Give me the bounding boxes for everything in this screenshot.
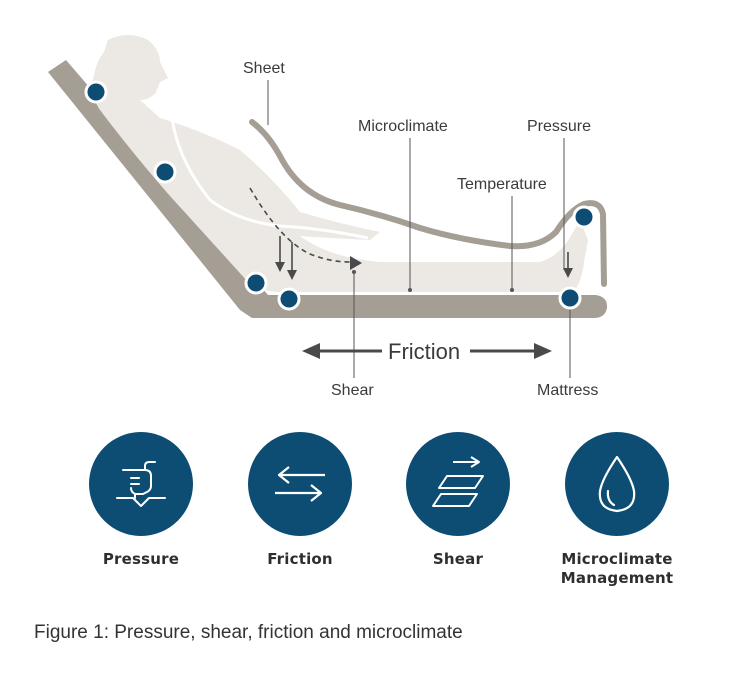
icon-card-microclimate: Microclimate Management bbox=[532, 432, 702, 588]
figure-caption: Figure 1: Pressure, shear, friction and … bbox=[34, 622, 463, 643]
icon-circle-friction bbox=[248, 432, 352, 536]
friction-arrow-left-head bbox=[302, 343, 320, 359]
shear-dashed-arrow bbox=[249, 187, 351, 263]
shear-arrowhead bbox=[350, 256, 362, 270]
temperature-leader-dot bbox=[510, 288, 514, 292]
pressure-points bbox=[84, 80, 596, 311]
icon-label-microclimate-line1: Microclimate bbox=[561, 550, 673, 568]
pressure-arrowhead-1 bbox=[275, 262, 285, 272]
icon-label-pressure: Pressure bbox=[56, 550, 226, 569]
icon-circle-microclimate bbox=[565, 432, 669, 536]
icon-label-friction-line1: Friction bbox=[267, 550, 333, 568]
label-microclimate: Microclimate bbox=[358, 118, 448, 135]
bed-frame bbox=[48, 60, 608, 318]
opposing-arrows-icon bbox=[275, 466, 325, 502]
label-shear: Shear bbox=[331, 382, 374, 399]
icon-card-shear: Shear bbox=[373, 432, 543, 569]
label-sheet: Sheet bbox=[243, 60, 285, 77]
label-temperature: Temperature bbox=[457, 176, 547, 193]
pressure-point-shoulder bbox=[153, 160, 177, 184]
sheet-line bbox=[249, 119, 607, 287]
pressure-point-head bbox=[84, 80, 108, 104]
pressure-hand-icon bbox=[116, 461, 166, 507]
microclimate-leader-dot bbox=[408, 288, 412, 292]
pressure-point-sacrum-upper bbox=[244, 271, 268, 295]
pressure-point-heel bbox=[558, 286, 582, 310]
shear-leader-dot bbox=[352, 270, 356, 274]
icon-label-friction: Friction bbox=[215, 550, 385, 569]
label-mattress: Mattress bbox=[537, 382, 599, 399]
icon-card-friction: Friction bbox=[215, 432, 385, 569]
icon-circle-pressure bbox=[89, 432, 193, 536]
pressure-injury-diagram bbox=[48, 35, 608, 378]
label-pressure: Pressure bbox=[527, 118, 592, 135]
arm-outline bbox=[170, 117, 369, 240]
pressure-arrowhead-heel bbox=[563, 268, 573, 278]
icon-label-pressure-line1: Pressure bbox=[102, 550, 180, 568]
patient-body bbox=[92, 35, 588, 292]
icon-label-shear-line1: Shear bbox=[432, 550, 484, 568]
icon-circle-shear bbox=[406, 432, 510, 536]
icon-card-pressure: Pressure bbox=[56, 432, 226, 569]
friction-arrow-right-head bbox=[534, 343, 552, 359]
icon-label-shear: Shear bbox=[373, 550, 543, 569]
icon-label-microclimate-line2: Management bbox=[560, 569, 674, 587]
icon-label-microclimate: Microclimate Management bbox=[532, 550, 702, 588]
water-drop-icon bbox=[598, 455, 636, 513]
label-friction: Friction bbox=[388, 339, 461, 364]
pressure-arrowhead-2 bbox=[287, 270, 297, 280]
pressure-point-toe bbox=[572, 205, 596, 229]
shear-planes-icon bbox=[432, 456, 484, 507]
pressure-point-sacrum-lower bbox=[277, 287, 301, 311]
